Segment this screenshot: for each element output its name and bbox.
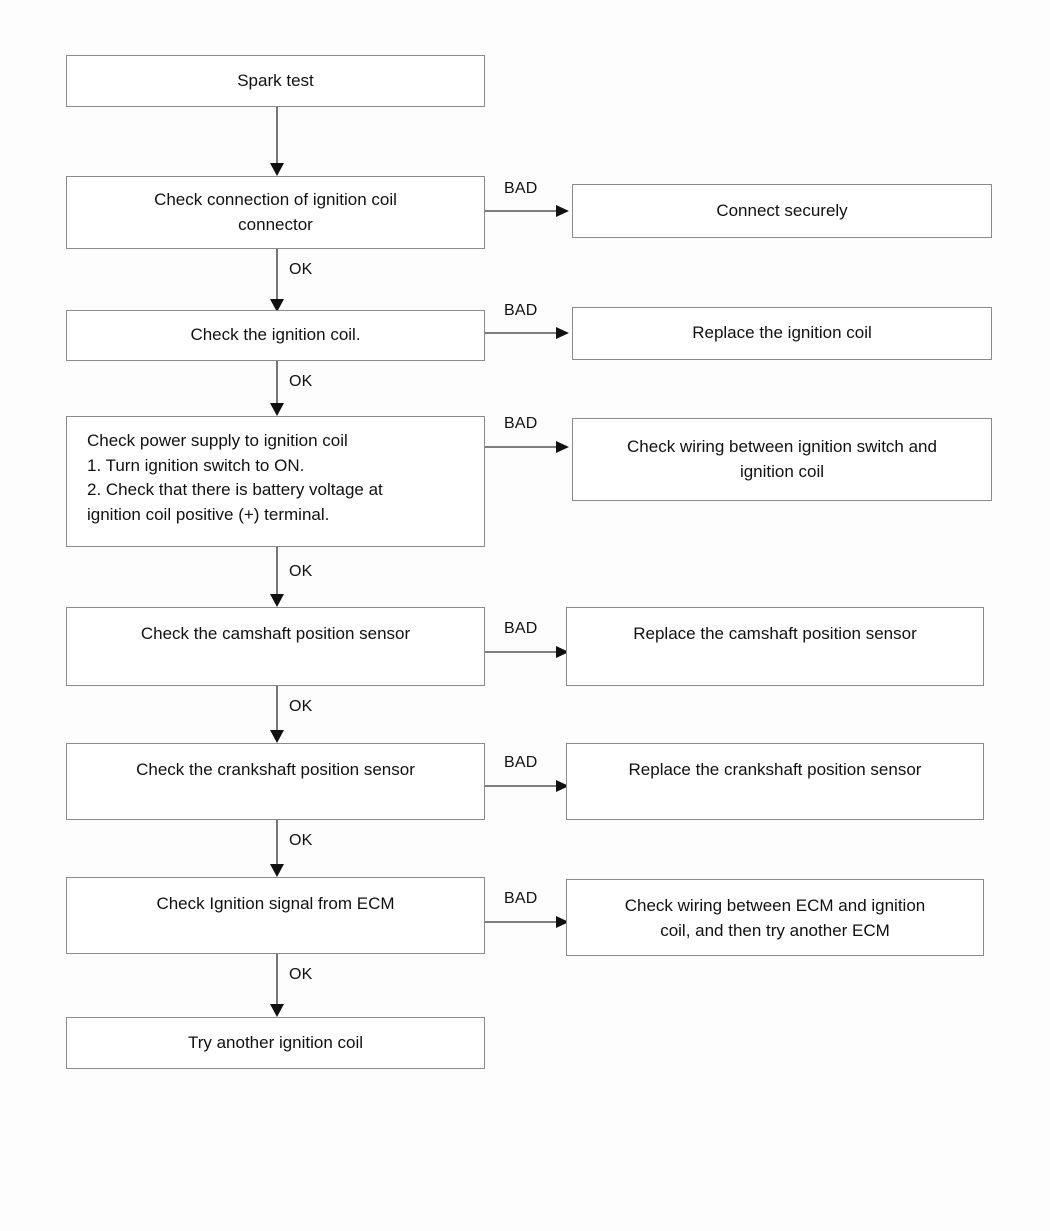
node-check-ecm-signal-label: Check Ignition signal from ECM	[156, 894, 395, 913]
edge-label-bad-2: BAD	[504, 302, 538, 319]
edge-label-ok-6: OK	[289, 966, 313, 983]
arrowhead-ok-5	[270, 730, 284, 743]
node-replace-coil[interactable]: Replace the ignition coil	[572, 307, 992, 360]
arrowhead-bad-1	[556, 205, 569, 217]
edge-label-ok-1: OK	[289, 261, 313, 278]
node-check-crankshaft-sensor[interactable]: Check the crankshaft position sensor	[66, 743, 485, 820]
node-check-camshaft-sensor[interactable]: Check the camshaft position sensor	[66, 607, 485, 686]
edge-label-ok-3: OK	[289, 563, 313, 580]
edge-label-bad-1: BAD	[504, 180, 538, 197]
arrowhead-ok-4	[270, 594, 284, 607]
node-spark-test[interactable]: Spark test	[66, 55, 485, 107]
arrowhead-ok-7	[270, 1004, 284, 1017]
edge-label-ok-5: OK	[289, 832, 313, 849]
node-check-crankshaft-sensor-label: Check the crankshaft position sensor	[136, 760, 415, 779]
node-spark-test-label: Spark test	[237, 70, 314, 90]
edge-label-bad-6: BAD	[504, 890, 538, 907]
node-check-wiring-ecm-coil-label: Check wiring between ECM and ignition co…	[624, 896, 926, 940]
node-check-coil-label: Check the ignition coil.	[190, 325, 361, 345]
node-connect-securely[interactable]: Connect securely	[572, 184, 992, 238]
node-replace-coil-label: Replace the ignition coil	[692, 323, 872, 343]
node-replace-camshaft-sensor[interactable]: Replace the camshaft position sensor	[566, 607, 984, 686]
node-check-connector-label: Check connection of ignition coil connec…	[154, 189, 397, 234]
node-check-coil[interactable]: Check the ignition coil.	[66, 310, 485, 361]
node-check-power-supply[interactable]: Check power supply to ignition coil 1. T…	[66, 416, 485, 547]
node-check-wiring-switch-coil-label: Check wiring between ignition switch and…	[627, 436, 937, 481]
node-replace-crankshaft-sensor-label: Replace the crankshaft position sensor	[628, 760, 922, 779]
node-replace-crankshaft-sensor[interactable]: Replace the crankshaft position sensor	[566, 743, 984, 820]
node-check-camshaft-sensor-label: Check the camshaft position sensor	[140, 624, 411, 643]
node-replace-camshaft-sensor-label: Replace the camshaft position sensor	[633, 624, 917, 643]
edge-label-ok-2: OK	[289, 373, 313, 390]
node-connect-securely-label: Connect securely	[716, 200, 848, 220]
node-check-power-supply-label: Check power supply to ignition coil 1. T…	[87, 431, 383, 524]
edge-label-bad-4: BAD	[504, 620, 538, 637]
arrowhead-ok-1	[270, 163, 284, 176]
node-try-another-coil-label: Try another ignition coil	[187, 1032, 364, 1052]
edge-label-bad-5: BAD	[504, 754, 538, 771]
node-check-ecm-signal[interactable]: Check Ignition signal from ECM	[66, 877, 485, 954]
node-check-wiring-switch-coil[interactable]: Check wiring between ignition switch and…	[572, 418, 992, 501]
arrowhead-bad-3	[556, 441, 569, 453]
edge-label-bad-3: BAD	[504, 415, 538, 432]
node-check-connector[interactable]: Check connection of ignition coil connec…	[66, 176, 485, 249]
arrowhead-ok-6	[270, 864, 284, 877]
node-try-another-coil[interactable]: Try another ignition coil	[66, 1017, 485, 1069]
arrowhead-ok-3	[270, 403, 284, 416]
edge-label-ok-4: OK	[289, 698, 313, 715]
node-check-wiring-ecm-coil[interactable]: Check wiring between ECM and ignition co…	[566, 879, 984, 956]
arrowhead-bad-2	[556, 327, 569, 339]
